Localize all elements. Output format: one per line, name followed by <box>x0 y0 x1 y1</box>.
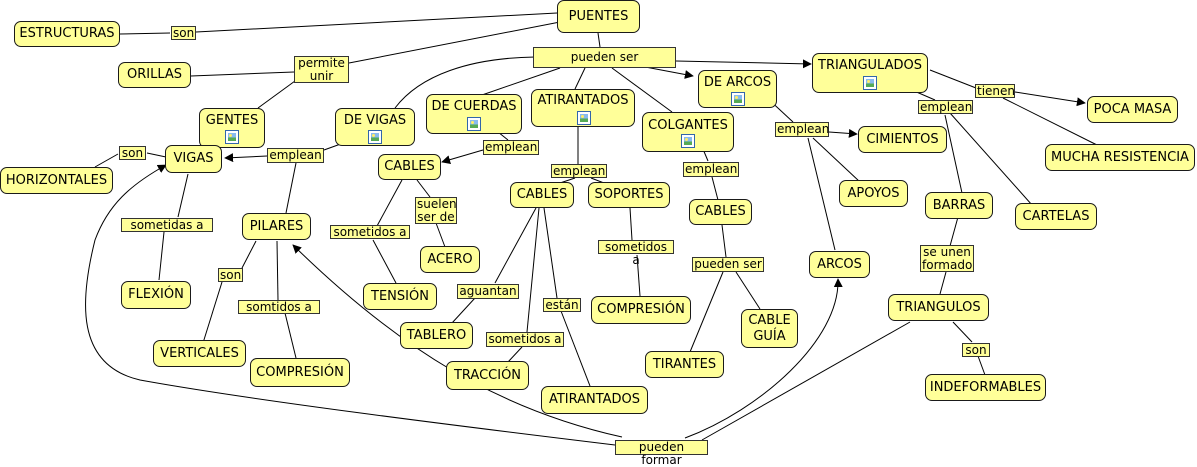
image-icon[interactable] <box>225 130 239 144</box>
link-emplean-colgantes[interactable]: emplean <box>683 162 739 177</box>
link-emplean-triangulados[interactable]: emplean <box>918 100 973 114</box>
concept-indeformables[interactable]: INDEFORMABLES <box>925 374 1046 401</box>
link-estan[interactable]: están <box>543 298 581 312</box>
concept-orillas[interactable]: ORILLAS <box>118 62 191 88</box>
link-sometidos-a-tension[interactable]: sometidos a <box>330 225 410 239</box>
concept-atirantados-cables[interactable]: ATIRANTADOS <box>541 386 648 414</box>
image-icon[interactable] <box>577 111 591 125</box>
concept-pilares[interactable]: PILARES <box>242 213 311 240</box>
concept-cables-colgantes[interactable]: CABLES <box>689 199 752 225</box>
link-emplean-atirantados[interactable]: emplean <box>551 164 607 178</box>
link-somtidos-a[interactable]: somtidos a <box>238 300 320 314</box>
link-emplean-arcos[interactable]: emplean <box>775 122 830 137</box>
concept-barras[interactable]: BARRAS <box>925 192 993 219</box>
link-emplean-vigas[interactable]: emplean <box>267 148 324 163</box>
concept-tension[interactable]: TENSIÓN <box>363 283 437 310</box>
concept-cartelas[interactable]: CARTELAS <box>1015 203 1097 230</box>
concept-tirantes[interactable]: TIRANTES <box>645 351 724 378</box>
concept-acero[interactable]: ACERO <box>420 246 480 273</box>
concept-arcos[interactable]: ARCOS <box>809 251 870 278</box>
concept-compresion-soportes[interactable]: COMPRESIÓN <box>591 296 691 324</box>
concept-verticales[interactable]: VERTICALES <box>153 340 246 367</box>
concept-triangulos[interactable]: TRIANGULOS <box>888 294 989 321</box>
link-son-estructuras[interactable]: son <box>171 26 196 40</box>
link-son-indeformables[interactable]: son <box>962 343 990 357</box>
link-se-unen-formado[interactable]: se unen formado <box>920 245 974 272</box>
link-sometidos-a-traccion[interactable]: sometidos a <box>486 332 564 347</box>
concept-compresion-pilares[interactable]: COMPRESIÓN <box>250 358 350 387</box>
image-icon[interactable] <box>863 76 877 90</box>
concept-de-vigas[interactable]: DE VIGAS <box>335 108 415 146</box>
concept-estructuras[interactable]: ESTRUCTURAS <box>14 21 120 47</box>
link-aguantan[interactable]: aguantan <box>457 284 519 299</box>
image-icon[interactable] <box>681 134 695 148</box>
link-suelen-ser-de[interactable]: suelen ser de <box>415 197 457 224</box>
concept-horizontales[interactable]: HORIZONTALES <box>0 167 113 194</box>
concept-soportes[interactable]: SOPORTES <box>588 182 670 208</box>
concept-traccion[interactable]: TRACCIÓN <box>446 361 529 390</box>
concept-cimientos[interactable]: CIMIENTOS <box>858 126 947 153</box>
link-sometidas-a[interactable]: sometidas a <box>121 218 213 232</box>
concept-cables-atirantados[interactable]: CABLES <box>510 182 574 208</box>
concept-cable-guia[interactable]: CABLE GUÍA <box>741 309 798 348</box>
link-pueden-formar[interactable]: pueden formar <box>615 440 708 467</box>
link-sometidos-a-soportes[interactable]: sometidos a <box>598 240 674 267</box>
concept-flexion[interactable]: FLEXIÓN <box>121 281 191 309</box>
image-icon[interactable] <box>368 130 382 144</box>
concept-vigas[interactable]: VIGAS <box>165 145 222 173</box>
concept-poca-masa[interactable]: POCA MASA <box>1087 96 1178 123</box>
link-emplean-cables-cuerdas[interactable]: emplean <box>483 140 539 155</box>
concept-cables-cuerdas[interactable]: CABLES <box>378 154 441 180</box>
link-permite-unir[interactable]: permite unir <box>294 56 349 83</box>
concept-de-cuerdas[interactable]: DE CUERDAS <box>426 94 522 134</box>
link-son-verticales[interactable]: son <box>218 268 243 282</box>
link-son-horizontales[interactable]: son <box>119 146 146 160</box>
image-icon[interactable] <box>467 117 481 131</box>
concept-mucha-resistencia[interactable]: MUCHA RESISTENCIA <box>1045 144 1195 171</box>
link-tienen[interactable]: tienen <box>975 84 1016 98</box>
link-pueden-ser[interactable]: pueden ser <box>533 47 676 68</box>
concept-tablero[interactable]: TABLERO <box>400 322 473 349</box>
link-pueden-ser-cables[interactable]: pueden ser <box>692 257 764 272</box>
concept-apoyos[interactable]: APOYOS <box>839 180 908 207</box>
image-icon[interactable] <box>731 92 745 106</box>
concept-puentes[interactable]: PUENTES <box>557 0 640 33</box>
